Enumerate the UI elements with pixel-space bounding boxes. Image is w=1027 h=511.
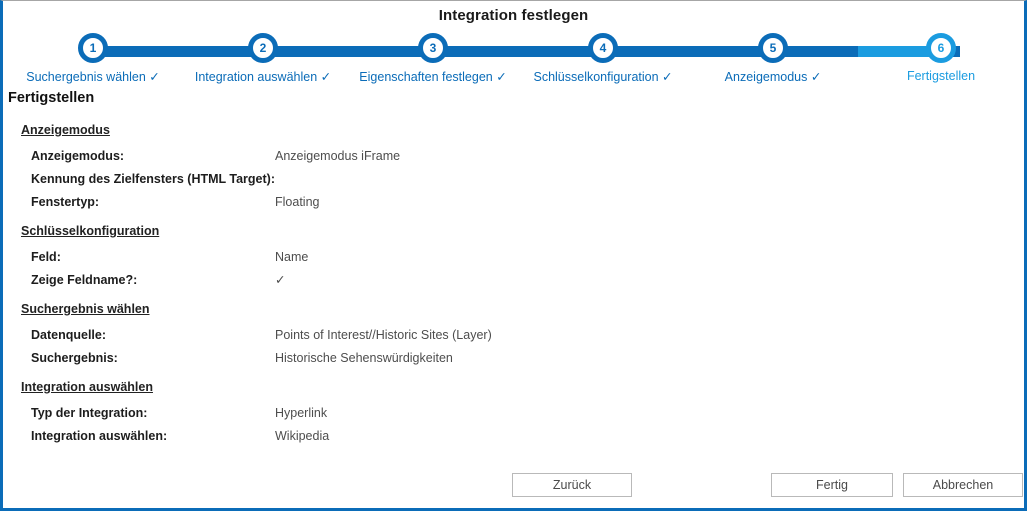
finish-button[interactable]: Fertig — [771, 473, 893, 497]
summary-row-value: ✓ — [275, 273, 286, 287]
dialog-footer: Zurück Fertig Abbrechen — [3, 473, 1024, 508]
summary-row: Typ der Integration: Hyperlink — [3, 402, 1024, 425]
summary-row-label: Integration auswählen: — [31, 429, 168, 443]
summary-row: Feld: Name — [3, 246, 1024, 269]
summary-section-title: Suchergebnis wählen — [21, 302, 150, 316]
step-label: Suchergebnis wählen ✓ — [26, 70, 160, 84]
summary-row: Suchergebnis: Historische Sehenswürdigkei… — [3, 347, 1024, 370]
step-number-badge: 2 — [248, 33, 278, 63]
summary-row-value: Historische Sehenswürdigkeiten — [275, 351, 453, 365]
step-label: Anzeigemodus ✓ — [724, 70, 822, 84]
summary-row-label: Zeige Feldname?: — [31, 273, 138, 287]
summary-rows: Datenquelle: Points of Interest//Historic… — [3, 324, 1024, 370]
summary-row-value: Floating — [275, 195, 320, 209]
step-number-badge: 1 — [78, 33, 108, 63]
summary-row-label: Suchergebnis: — [31, 351, 118, 365]
step-label: Eigenschaften festlegen ✓ — [359, 70, 507, 84]
summary-row-label: Typ der Integration: — [31, 406, 148, 420]
step-label: Integration auswählen ✓ — [194, 70, 332, 84]
summary-row-value: Anzeigemodus iFrame — [275, 149, 401, 163]
stepper-track-active-segment — [858, 46, 941, 57]
back-button[interactable]: Zurück — [512, 473, 632, 497]
summary-row-label: Anzeigemodus: — [31, 149, 125, 163]
step-label: Fertigstellen — [906, 69, 976, 83]
step-number-badge: 4 — [588, 33, 618, 63]
summary-row: Anzeigemodus: Anzeigemodus iFrame — [3, 145, 1024, 168]
summary-row: Datenquelle: Points of Interest//Historic… — [3, 324, 1024, 347]
summary-row: Integration auswählen: Wikipedia — [3, 425, 1024, 448]
summary-row-value: Hyperlink — [275, 406, 328, 420]
summary-row-value: Name — [275, 250, 309, 264]
summary-row-label: Datenquelle: — [31, 328, 107, 342]
step-number-badge: 6 — [926, 33, 956, 63]
stepper-track — [91, 46, 960, 57]
step-number-badge: 5 — [758, 33, 788, 63]
summary-section-title: Integration auswählen — [21, 380, 153, 394]
summary-row-label: Kennung des Zielfensters (HTML Target): — [31, 172, 276, 186]
summary-row-value: Wikipedia — [275, 429, 330, 443]
section-heading: Fertigstellen — [8, 90, 95, 106]
step-label: Schlüsselkonfiguration ✓ — [533, 70, 673, 84]
summary-row: Zeige Feldname?: ✓ — [3, 269, 1024, 292]
step-number-badge: 3 — [418, 33, 448, 63]
summary-row: Kennung des Zielfensters (HTML Target): — [3, 168, 1024, 191]
summary-section-title: Schlüsselkonfiguration — [21, 224, 160, 238]
summary-row: Fenstertyp: Floating — [3, 191, 1024, 214]
summary-section-title: Anzeigemodus — [21, 123, 110, 137]
summary-row-value: Points of Interest//Historic Sites (Laye… — [275, 328, 492, 342]
summary-row-label: Feld: — [31, 250, 61, 264]
page-title: Integration festlegen — [438, 7, 589, 24]
summary-row-label: Fenstertyp: — [31, 195, 100, 209]
cancel-button[interactable]: Abbrechen — [903, 473, 1023, 497]
